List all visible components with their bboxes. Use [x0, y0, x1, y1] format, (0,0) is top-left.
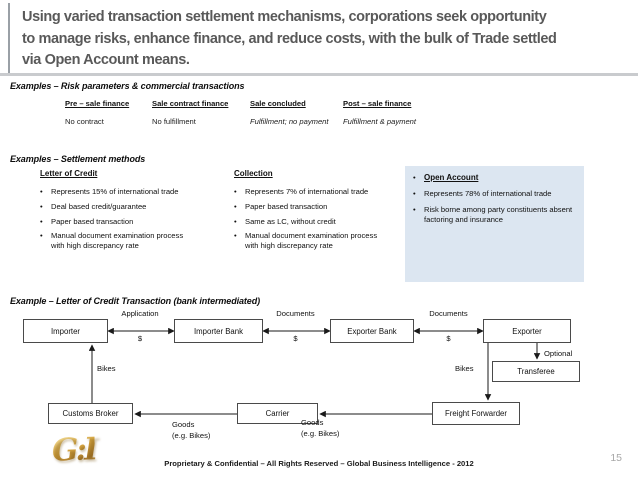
bullet-marker: •	[413, 204, 416, 214]
bullet-marker: •	[40, 231, 43, 241]
bullet-text: Manual document examination process with…	[51, 231, 184, 251]
bullet-text: Same as LC, without credit	[245, 216, 336, 226]
bullet-text: Represents 7% of international trade	[245, 187, 369, 197]
bullet-marker: •	[413, 173, 416, 182]
list-item: • Paper based transaction	[234, 202, 384, 212]
list-item: • Paper based transaction	[40, 217, 190, 227]
risk-column-contract: Sale contract finance No fulfillment	[152, 99, 228, 126]
method-header: Collection	[234, 169, 273, 178]
risk-column-header: Pre – sale finance	[65, 99, 130, 108]
list-item: • Same as LC, without credit	[234, 217, 384, 227]
bullet-marker: •	[40, 216, 43, 226]
title-accent-bar	[8, 3, 10, 73]
risk-section-heading: Examples – Risk parameters & commercial …	[10, 81, 245, 91]
label-application: Application	[121, 309, 159, 318]
risk-column-header: Post – sale finance	[343, 99, 412, 108]
bullet-text: Deal based credit/guarantee	[51, 201, 147, 211]
label-goods-line1: Goods	[172, 420, 195, 429]
bullet-marker: •	[40, 201, 43, 211]
label-bikes: Bikes	[455, 364, 474, 373]
flow-arrows	[88, 327, 541, 418]
risk-column-postsale: Post – sale finance Fulfillment & paymen…	[343, 99, 416, 126]
label-goods: Goods (e.g. Bikes)	[172, 419, 210, 441]
page-title-line-2: to manage risks, enhance finance, and re…	[22, 30, 557, 47]
label-bikes: Bikes	[97, 364, 116, 373]
diagram-box-exporter: Exporter	[483, 319, 571, 343]
bullet-text: Represents 15% of international trade	[51, 187, 179, 197]
method-column-letter-of-credit: Letter of Credit • Represents 15% of inte…	[40, 169, 190, 256]
label-dollar: $	[137, 334, 143, 343]
diagram-box-importer: Importer	[23, 319, 108, 343]
diagram-box-carrier: Carrier	[237, 403, 318, 424]
title-divider	[0, 73, 638, 76]
label-goods-line2: (e.g. Bikes)	[301, 429, 340, 438]
bullet-marker: •	[234, 216, 237, 226]
risk-column-header: Sale concluded	[250, 99, 306, 108]
risk-column-value: Fulfillment; no payment	[250, 117, 329, 126]
page-title-line-1: Using varied transaction settlement mech…	[22, 9, 547, 25]
risk-column-value: No fulfillment	[152, 117, 196, 126]
title-block: Using varied transaction settlement mech…	[22, 7, 632, 72]
diagram-box-customs-broker: Customs Broker	[48, 403, 133, 424]
bullet-marker: •	[234, 201, 237, 211]
diagram-box-importer-bank: Importer Bank	[174, 319, 263, 343]
method-header: Open Account	[424, 173, 479, 182]
list-item: • Represents 15% of international trade	[40, 187, 190, 197]
list-item: • Represents 78% of international trade	[413, 189, 578, 199]
bullet-marker: •	[413, 189, 416, 199]
diagram-section-heading: Example – Letter of Credit Transaction (…	[10, 296, 260, 306]
bullet-marker: •	[234, 231, 237, 241]
footer-confidential-text: Proprietary & Confidential – All Rights …	[164, 459, 474, 468]
diagram-box-transferee: Transferee	[492, 361, 580, 382]
list-item: • Manual document examination process wit…	[40, 231, 190, 250]
risk-column-presale: Pre – sale finance No contract	[65, 99, 129, 126]
list-item: • Manual document examination process wit…	[234, 231, 384, 250]
method-column-collection: Collection • Represents 7% of internation…	[234, 169, 384, 256]
label-goods: Goods (e.g. Bikes)	[301, 417, 339, 439]
page-title-line-3: via Open Account means.	[22, 52, 190, 68]
bullet-text: Represents 78% of international trade	[424, 189, 552, 199]
bullet-text: Manual document examination process with…	[245, 231, 378, 251]
label-goods-line2: (e.g. Bikes)	[172, 431, 211, 440]
method-header: Letter of Credit	[40, 169, 98, 178]
open-account-panel: • Open Account • Represents 78% of interna…	[405, 166, 584, 282]
bullet-text: Paper based transaction	[245, 201, 328, 211]
list-item: • Represents 7% of international trade	[234, 187, 384, 197]
bullet-text: Paper based transaction	[51, 216, 134, 226]
label-dollar: $	[293, 334, 298, 343]
risk-column-value: Fulfillment & payment	[343, 117, 417, 126]
risk-column-value: No contract	[65, 117, 104, 126]
bullet-text: Risk borne among party constituents abse…	[424, 204, 573, 224]
label-goods-line1: Goods	[301, 418, 324, 427]
bullet-marker: •	[40, 187, 43, 197]
page-number: 15	[610, 452, 622, 464]
label-optional: Optional	[544, 349, 573, 358]
diagram-box-exporter-bank: Exporter Bank	[330, 319, 414, 343]
label-documents: Documents	[429, 309, 468, 318]
bullet-marker: •	[234, 187, 237, 197]
label-documents: Documents	[276, 309, 315, 318]
list-item: • Deal based credit/guarantee	[40, 202, 190, 212]
risk-column-concluded: Sale concluded Fulfillment; no payment	[250, 99, 329, 126]
settlement-section-heading: Examples – Settlement methods	[10, 154, 146, 164]
diagram-box-freight-forwarder: Freight Forwarder	[432, 402, 520, 425]
risk-column-header: Sale contract finance	[152, 99, 229, 108]
label-dollar: $	[446, 334, 451, 343]
list-item: • Risk borne among party constituents abs…	[413, 205, 578, 224]
list-item: • Open Account	[413, 173, 578, 183]
